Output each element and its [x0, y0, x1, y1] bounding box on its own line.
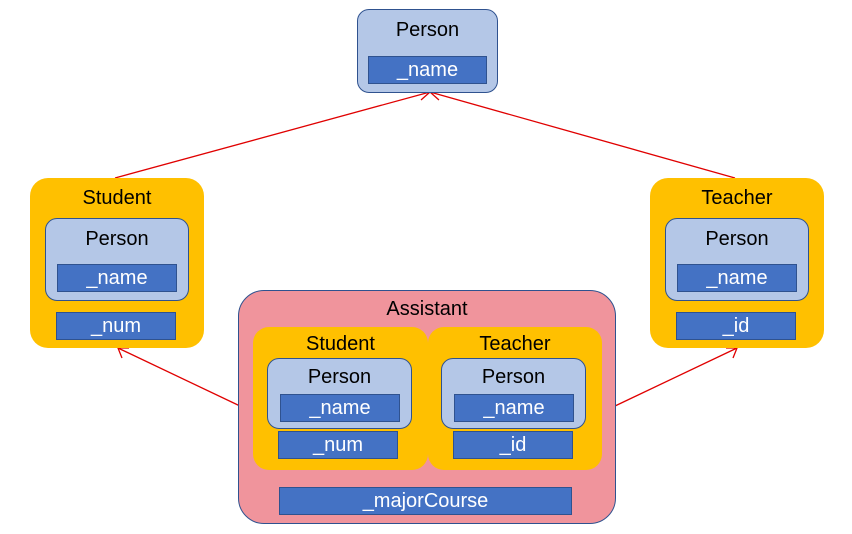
assistant-teacher-box: Teacher Person _name _id	[428, 327, 602, 470]
teacher-id-field: _id	[676, 312, 796, 340]
student-person-title: Person	[85, 228, 149, 250]
teacher-person-name-field: _name	[677, 264, 797, 292]
assistant-box: Assistant Student Person _name _num Teac…	[238, 290, 616, 524]
assistant-student-person-name-field: _name	[280, 394, 400, 422]
assistant-teacher-person-box: Person _name	[441, 358, 586, 429]
teacher-person-box: Person _name	[665, 218, 809, 301]
assistant-student-person-title: Person	[307, 366, 372, 388]
assistant-student-person-box: Person _name	[267, 358, 412, 429]
student-person-name-field: _name	[57, 264, 177, 292]
assistant-teacher-id-field: _id	[453, 431, 573, 459]
student-box: Student Person _name _num	[30, 178, 204, 348]
assistant-student-box: Student Person _name _num	[253, 327, 428, 470]
arrow-teacher-to-person	[429, 91, 736, 179]
teacher-title: Teacher	[701, 187, 773, 209]
top-person-title: Person	[395, 19, 460, 41]
student-person-box: Person _name	[45, 218, 189, 301]
arrow-assistant-to-student	[117, 347, 241, 407]
assistant-teacher-title: Teacher	[479, 333, 551, 355]
arrow-student-to-person	[114, 91, 431, 179]
arrow-assistant-to-student-head	[117, 347, 129, 359]
top-person-box: Person _name	[357, 9, 498, 93]
arrow-assistant-to-teacher	[614, 347, 738, 407]
teacher-person-title: Person	[705, 228, 769, 250]
assistant-student-title: Student	[306, 333, 375, 355]
student-num-field: _num	[56, 312, 176, 340]
assistant-teacher-person-name-field: _name	[454, 394, 574, 422]
assistant-majorcourse-field: _majorCourse	[279, 487, 572, 515]
teacher-box: Teacher Person _name _id	[650, 178, 824, 348]
assistant-student-num-field: _num	[278, 431, 398, 459]
assistant-teacher-person-title: Person	[481, 366, 546, 388]
top-person-name-field: _name	[368, 56, 487, 84]
student-title: Student	[82, 187, 152, 209]
assistant-title: Assistant	[386, 298, 468, 320]
arrow-assistant-to-teacher-head	[726, 347, 738, 359]
